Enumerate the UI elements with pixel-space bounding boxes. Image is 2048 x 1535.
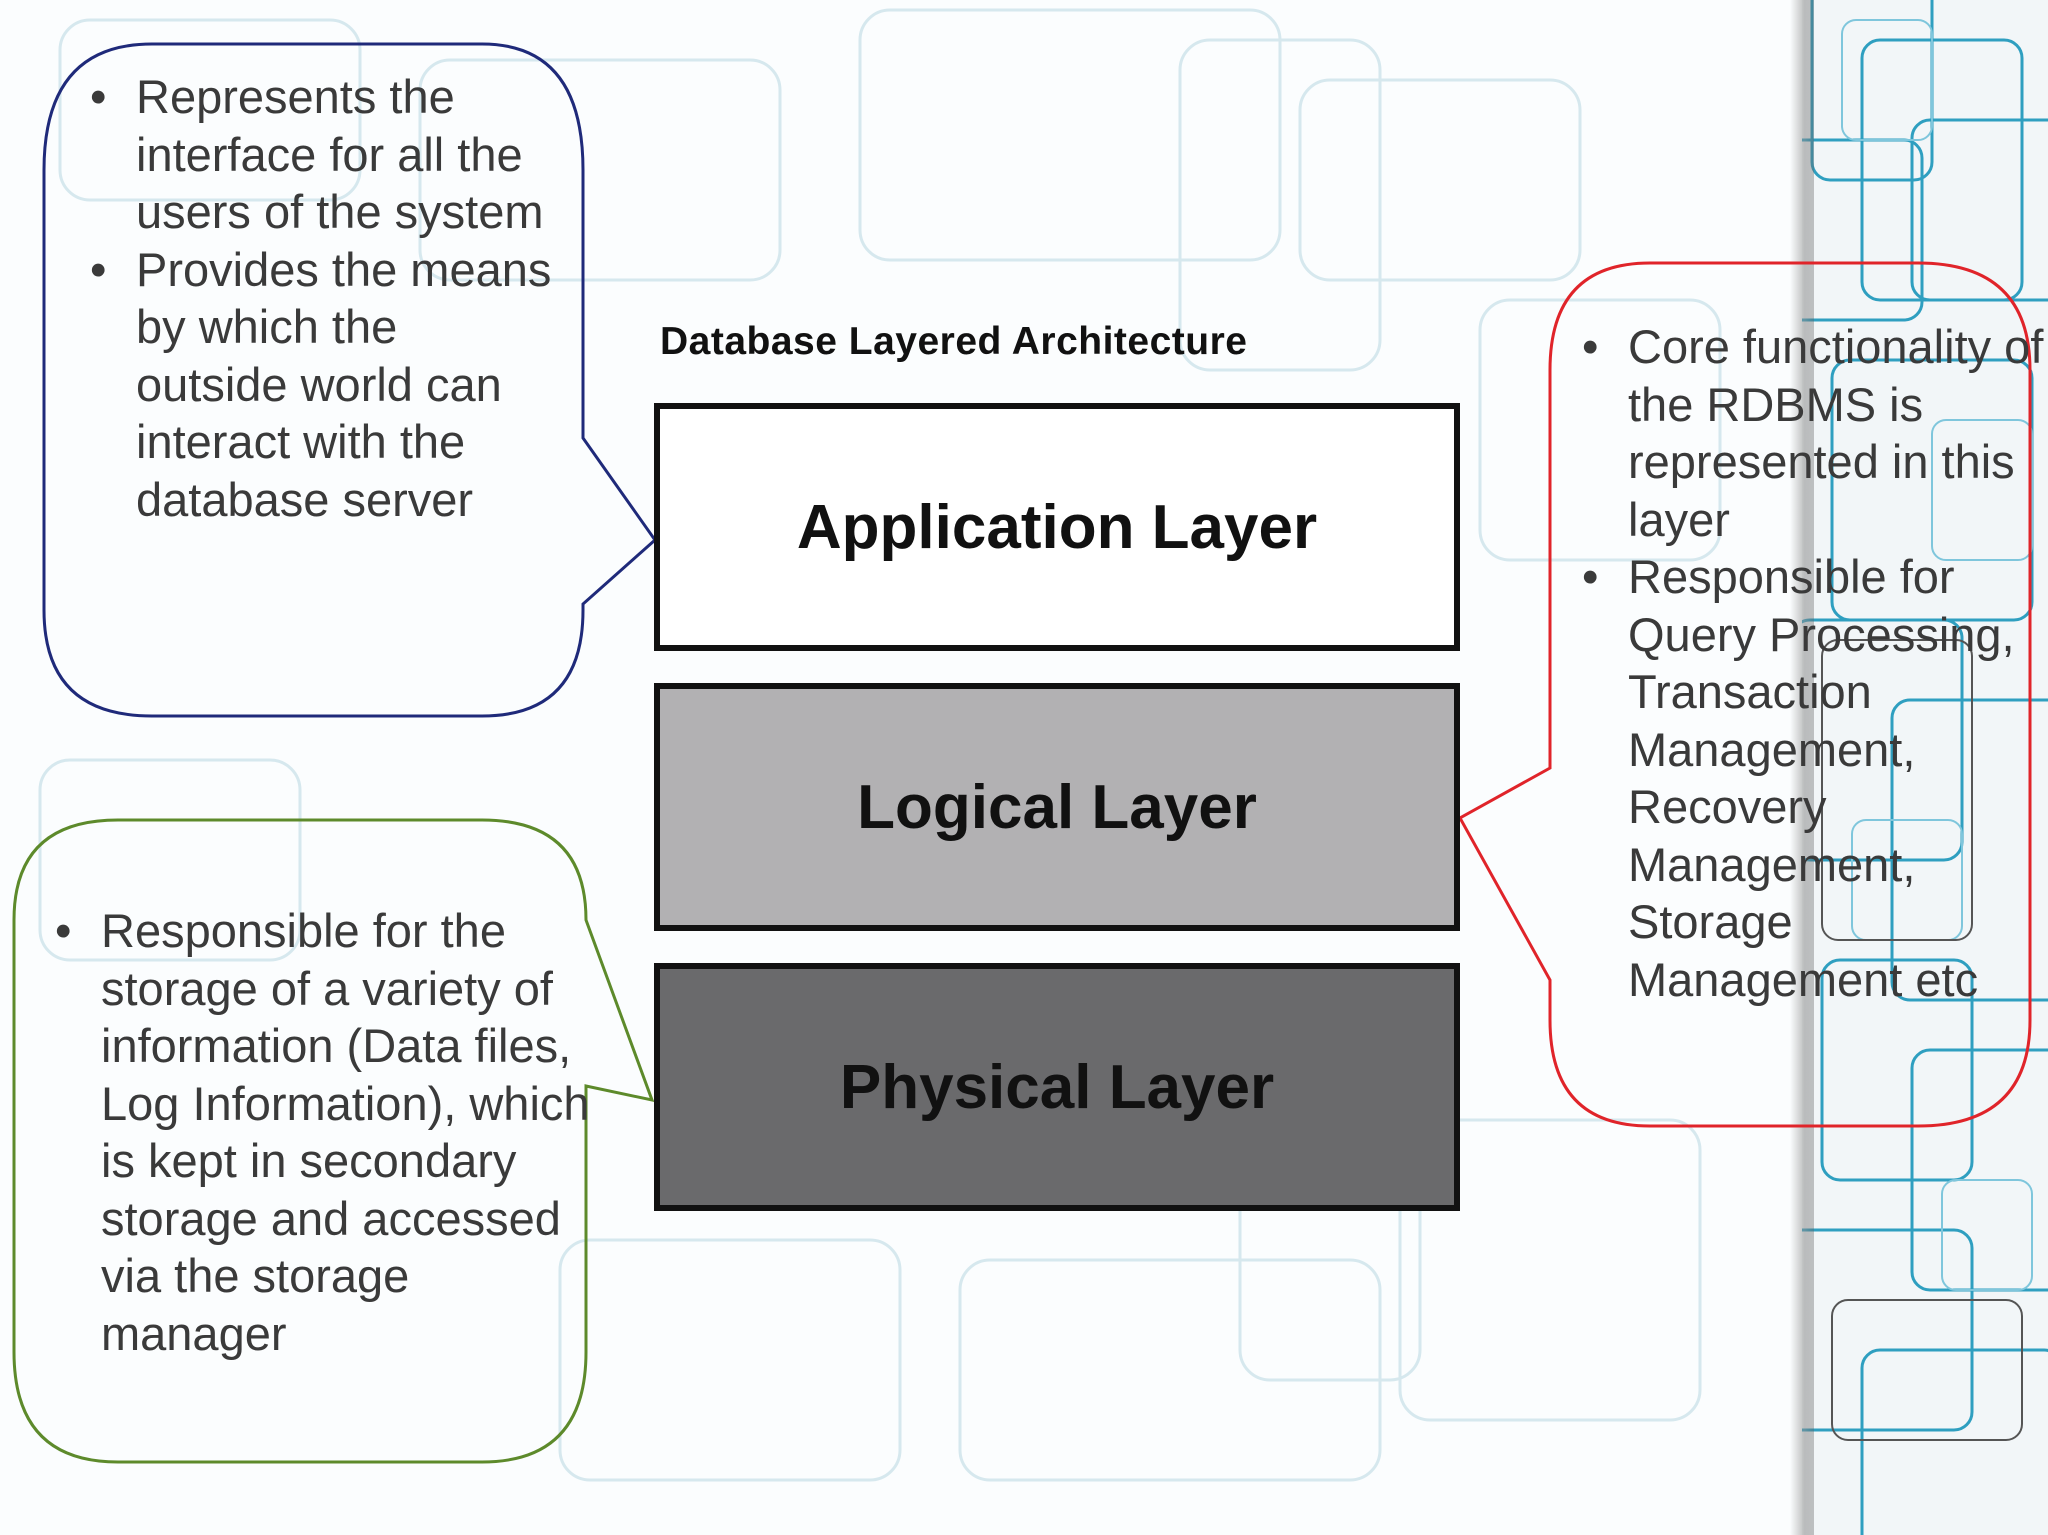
logical-layer-box: Logical Layer	[654, 683, 1460, 931]
diagram-title: Database Layered Architecture	[660, 320, 1248, 363]
callout-logical-text: Core functionality of the RDBMS is repre…	[1582, 318, 2048, 1008]
bullet-item: Represents the interface for all the use…	[90, 68, 560, 241]
bullet-item: Provides the means by which the outside …	[90, 241, 560, 529]
callout-application-text: Represents the interface for all the use…	[90, 68, 560, 528]
logical-layer-label: Logical Layer	[857, 772, 1257, 842]
physical-layer-box: Physical Layer	[654, 963, 1460, 1211]
callout-physical-text: Responsible for the storage of a variety…	[55, 902, 595, 1362]
callout-application-shape	[42, 42, 657, 718]
bullet-item: Responsible for Query Processing, Transa…	[1582, 548, 2048, 1008]
physical-layer-label: Physical Layer	[839, 1052, 1275, 1122]
callout-logical-shape	[1457, 261, 2032, 1128]
application-layer-box: Application Layer	[654, 403, 1460, 651]
callout-physical-shape	[12, 818, 655, 1464]
bullet-item: Responsible for the storage of a variety…	[55, 902, 595, 1362]
application-layer-label: Application Layer	[796, 492, 1318, 562]
bullet-item: Core functionality of the RDBMS is repre…	[1582, 318, 2048, 548]
